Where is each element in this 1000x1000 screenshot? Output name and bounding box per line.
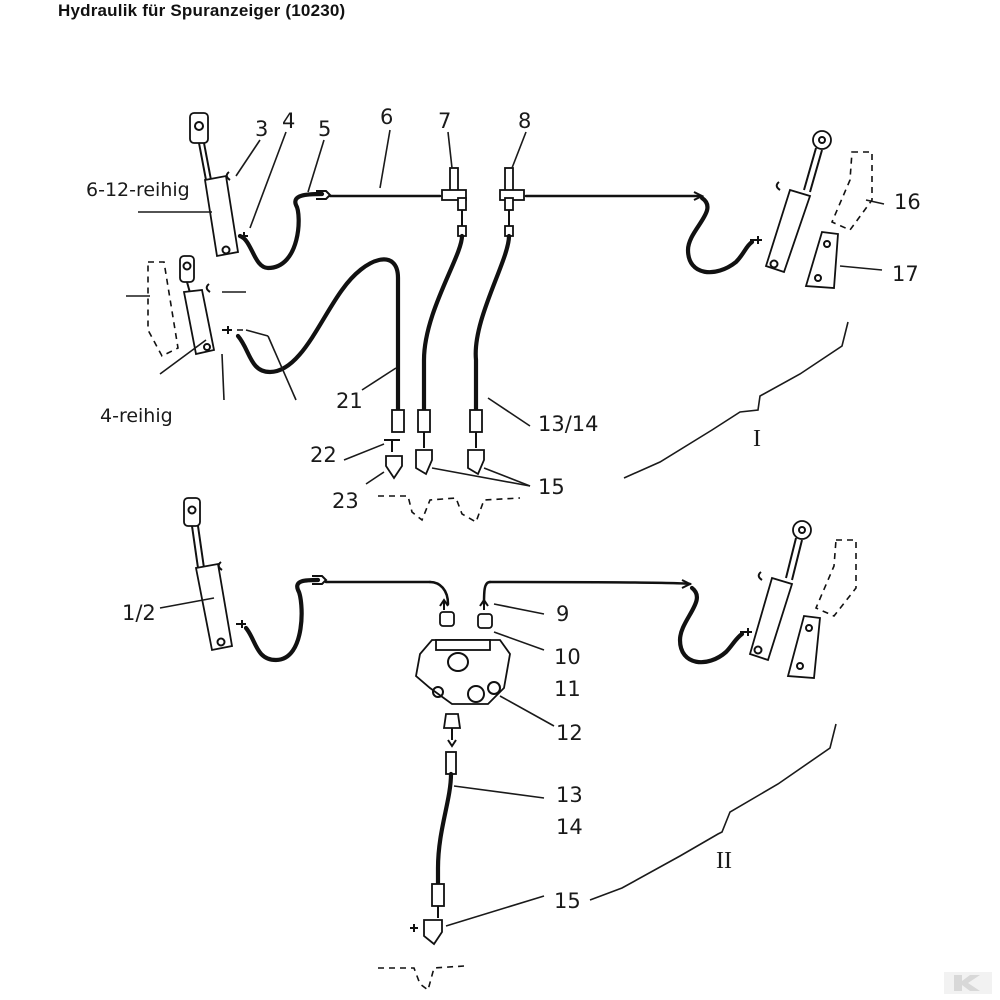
label-section-1: I — [753, 426, 761, 452]
label-part-11: 11 — [554, 677, 581, 701]
label-part-16: 16 — [894, 190, 921, 214]
label-part-21: 21 — [336, 389, 363, 413]
label-variant-4-row: 4-reihig — [100, 405, 173, 427]
label-part-13: 13 — [556, 783, 583, 807]
label-part-4: 4 — [282, 109, 295, 133]
tee-fitting-7 — [441, 167, 467, 237]
tee-fitting-8 — [499, 167, 525, 237]
plate-right-section-2 — [786, 615, 821, 679]
label-part-22: 22 — [310, 443, 337, 467]
label-part-3: 3 — [255, 117, 268, 141]
label-part-12: 12 — [556, 721, 583, 745]
cylinder-6-12-row-left — [189, 112, 240, 258]
plate-17 — [804, 231, 839, 289]
label-part-23: 23 — [332, 489, 359, 513]
label-part-9: 9 — [556, 602, 569, 626]
label-part-7: 7 — [438, 109, 451, 133]
label-part-6: 6 — [380, 105, 393, 129]
label-part-14: 14 — [556, 815, 583, 839]
brand-logo-icon — [944, 972, 992, 994]
cylinder-4-row — [179, 255, 216, 356]
label-part-5: 5 — [318, 117, 331, 141]
label-part-15-bottom: 15 — [554, 889, 581, 913]
label-part-8: 8 — [518, 109, 531, 133]
cylinder-right-section-2 — [748, 520, 812, 662]
label-variant-6-12: 6-12-reihig — [86, 179, 190, 201]
label-part-1-2: 1/2 — [122, 601, 156, 625]
label-part-17: 17 — [892, 262, 919, 286]
label-section-2: II — [716, 848, 732, 874]
valve-block-11 — [415, 598, 511, 705]
cylinder-right-section-1 — [764, 130, 832, 274]
label-part-15-top: 15 — [538, 475, 565, 499]
label-part-10: 10 — [554, 645, 581, 669]
page-title: Hydraulik für Spuranzeiger (10230) — [58, 1, 346, 20]
cylinder-1-2 — [183, 497, 234, 652]
label-part-13-14: 13/14 — [538, 412, 599, 436]
